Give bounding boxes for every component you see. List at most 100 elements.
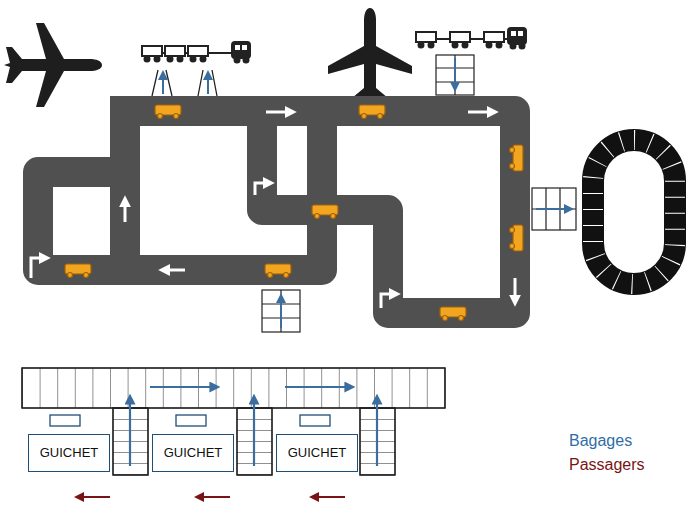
baggage-cart — [268, 273, 273, 278]
baggage-cart — [510, 164, 515, 169]
baggage-train — [201, 57, 206, 62]
baggage-train — [436, 38, 450, 40]
airplane — [328, 8, 412, 106]
conveyor — [262, 290, 300, 332]
legend-entry: Bagages — [569, 432, 632, 450]
passenger-arrow — [78, 496, 345, 498]
baggage-train — [244, 58, 249, 63]
baggage-train — [416, 32, 436, 42]
loading-ramp — [207, 74, 209, 94]
baggage-train — [450, 32, 470, 42]
baggage-train — [429, 43, 434, 48]
baggage-train — [191, 57, 196, 62]
baggage-arrow — [130, 387, 377, 466]
loading-ramp — [152, 70, 217, 96]
airplane — [4, 8, 412, 107]
road-arrow — [468, 111, 494, 114]
baggage-train — [185, 52, 188, 54]
baggage-cart — [510, 244, 515, 249]
baggage-cart — [174, 114, 179, 119]
baggage-cart — [284, 273, 289, 278]
baggage-cart — [155, 105, 181, 119]
baggage-train — [497, 43, 502, 48]
baggage-train — [178, 57, 183, 62]
passenger-arrow — [313, 496, 345, 498]
baggage-cart — [443, 316, 448, 321]
baggage-carousel — [593, 140, 675, 284]
check-in-belt — [22, 368, 445, 475]
baggage-train — [484, 32, 504, 42]
scale-plate — [300, 415, 330, 426]
baggage-arrow — [150, 386, 216, 388]
baggage-train — [463, 43, 468, 48]
conveyor — [536, 208, 570, 210]
baggage-cart — [65, 264, 91, 278]
baggage-cart — [510, 225, 524, 251]
baggage-train — [520, 44, 525, 49]
counter-label: GUICHET — [164, 446, 223, 460]
conveyor — [436, 55, 474, 95]
baggage-cart — [440, 307, 466, 321]
check-in-belt — [22, 368, 445, 408]
baggage-train — [162, 52, 165, 54]
counter-label: GUICHET — [40, 446, 99, 460]
scale-plate — [50, 415, 330, 426]
baggage-train — [165, 46, 185, 56]
check-in-belt — [22, 368, 445, 408]
baggage-train — [453, 43, 458, 48]
road — [38, 111, 515, 313]
road-arrow — [255, 183, 270, 195]
passenger-arrow — [198, 496, 230, 498]
baggage-train — [419, 43, 424, 48]
legend-label: Passagers — [569, 456, 645, 473]
baggage-cart — [359, 105, 385, 119]
road — [38, 111, 322, 270]
scale-plate — [176, 415, 206, 426]
road-arrow — [514, 278, 517, 302]
road-arrow — [266, 111, 292, 114]
baggage-cart — [312, 205, 338, 219]
baggage-train — [235, 58, 240, 63]
conveyor — [436, 55, 474, 95]
baggage-train — [168, 57, 173, 62]
passenger-arrow — [78, 496, 110, 498]
baggage-train — [208, 52, 232, 54]
conveyor — [454, 58, 456, 88]
baggage-train — [235, 45, 240, 50]
conveyor — [532, 188, 576, 230]
baggage-carousel — [593, 140, 675, 284]
baggage-train — [508, 28, 526, 44]
baggage-train — [142, 42, 250, 63]
baggage-cart — [510, 145, 524, 171]
baggage-train — [188, 46, 208, 56]
road-arrow — [124, 200, 127, 222]
counter-box: GUICHET — [152, 434, 234, 472]
baggage-cart — [510, 228, 515, 233]
baggage-arrow — [253, 398, 255, 466]
baggage-train — [487, 43, 492, 48]
baggage-arrow — [376, 398, 378, 466]
loading-ramp — [152, 70, 217, 96]
baggage-cart — [315, 214, 320, 219]
road-arrow — [163, 269, 185, 272]
baggage-train — [155, 57, 160, 62]
baggage-train — [511, 31, 516, 36]
conveyor — [262, 55, 576, 332]
baggage-train — [518, 31, 523, 36]
baggage-cart — [158, 114, 163, 119]
baggage-train — [232, 42, 250, 58]
legend-label: Bagages — [569, 432, 632, 449]
counter-box: GUICHET — [28, 434, 110, 472]
baggage-cart — [265, 264, 291, 278]
baggage-cart — [68, 273, 73, 278]
counter-label: GUICHET — [288, 446, 347, 460]
baggage-cart — [84, 273, 89, 278]
conveyor — [280, 297, 282, 328]
conveyor — [262, 290, 300, 332]
baggage-cart — [378, 114, 383, 119]
legend-entry: Passagers — [569, 456, 645, 474]
baggage-cart — [510, 148, 515, 153]
counter-box: GUICHET — [276, 434, 358, 472]
baggage-train — [242, 45, 247, 50]
